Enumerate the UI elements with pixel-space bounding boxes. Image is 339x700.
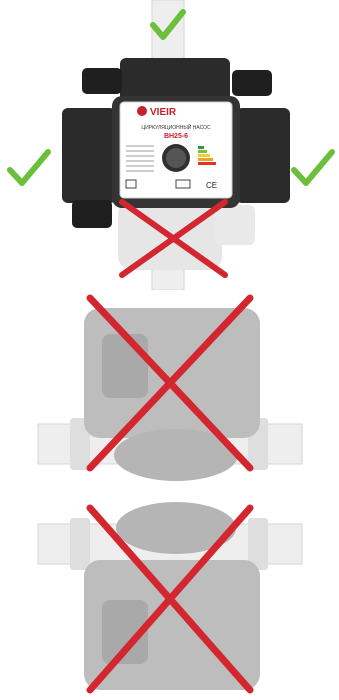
cable-gland-right <box>232 70 272 96</box>
check-icon-right <box>294 152 332 183</box>
ce-mark-icon: CE <box>206 181 217 190</box>
pump-title: ЦИРКУЛЯЦИОННЫЙ НАСОС <box>141 123 211 131</box>
forbidden-shaft-vertical-down-panel <box>0 290 339 490</box>
side-block-left <box>62 108 116 203</box>
ghost-side-fitting <box>215 205 255 245</box>
warning-icon <box>126 180 136 188</box>
brand-logo-icon <box>137 106 147 116</box>
ghost-terminal-box <box>102 334 148 398</box>
pump-model: ВН25-6 <box>164 133 188 140</box>
speed-dial-knob <box>166 148 186 168</box>
pump-side-illustration-2 <box>0 490 339 700</box>
forbidden-shaft-vertical-up-panel <box>0 490 339 700</box>
brand-name: VIEIR <box>150 107 177 118</box>
cable-gland-bottom-left <box>72 200 112 228</box>
pump-front-illustration: VIEIR ЦИРКУЛЯЦИОННЫЙ НАСОС ВН25-6 CE <box>0 0 339 290</box>
battery-icon <box>176 180 190 188</box>
check-icon-left <box>10 152 48 183</box>
pump-side-illustration-1 <box>0 290 339 490</box>
union-nut-left-2 <box>70 518 90 570</box>
side-block-right <box>236 108 290 203</box>
allowed-orientations-panel: VIEIR ЦИРКУЛЯЦИОННЫЙ НАСОС ВН25-6 CE <box>0 0 339 290</box>
cable-gland-left <box>82 68 122 94</box>
